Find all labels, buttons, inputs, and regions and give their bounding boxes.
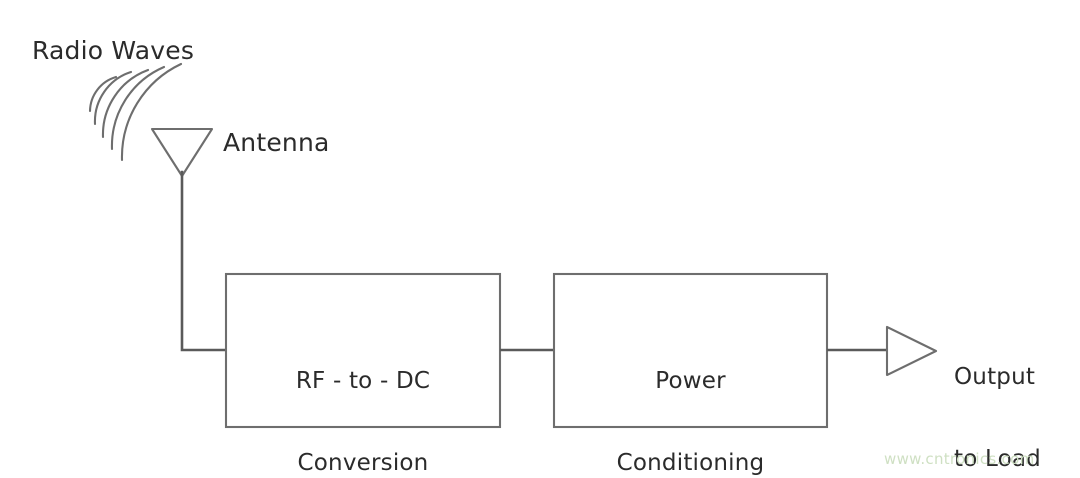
antenna-feed-wire bbox=[180, 170, 229, 352]
label-antenna: Antenna bbox=[223, 128, 330, 157]
block-label-rf-line-2: Conversion bbox=[297, 449, 429, 476]
label-radio-waves: Radio Waves bbox=[32, 36, 195, 65]
block-label-power-line-2: Conditioning bbox=[616, 449, 765, 476]
block-label-power-line-1: Power bbox=[655, 368, 726, 395]
block-power-conditioning bbox=[552, 272, 829, 429]
block-label-rf-to-dc-conversion: RF - to - DC Conversion bbox=[226, 314, 500, 478]
output-arrow-triangle-icon bbox=[885, 325, 938, 377]
antenna-triangle-icon bbox=[150, 127, 214, 178]
label-output-line-2: to Load bbox=[954, 445, 1041, 472]
watermark-url: www.cntronics.com bbox=[884, 450, 1035, 468]
block-rf-to-dc-conversion bbox=[224, 272, 502, 429]
label-output-to-load: Output to Load bbox=[954, 310, 1041, 478]
label-output-line-1: Output bbox=[954, 364, 1036, 391]
block-label-rf-line-1: RF - to - DC bbox=[295, 368, 431, 395]
block-label-power-conditioning: Power Conditioning bbox=[554, 314, 827, 478]
radio-wave-arcs-icon bbox=[88, 62, 183, 162]
